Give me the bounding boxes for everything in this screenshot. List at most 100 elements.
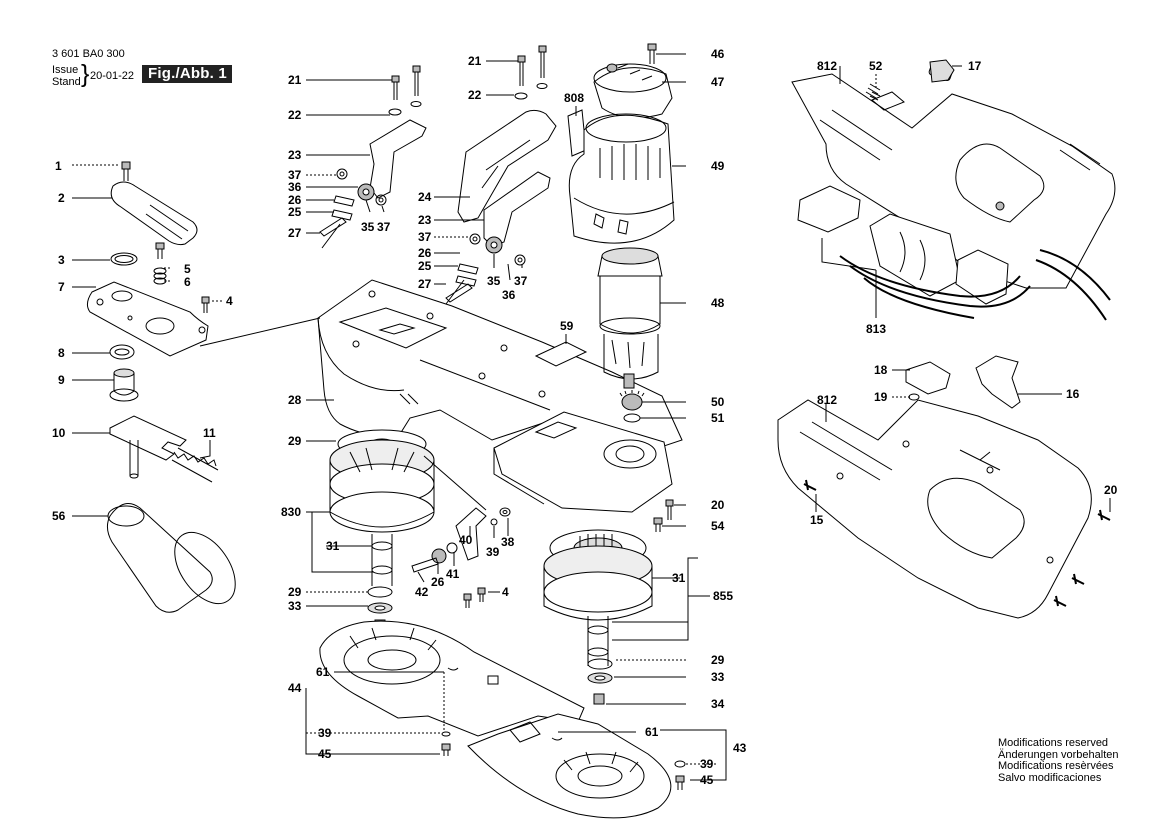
part-ring-8 <box>109 344 135 360</box>
callout: 10 <box>52 426 66 440</box>
callout: 35 <box>487 274 501 288</box>
callout: 37 <box>377 220 391 234</box>
callout: 26 <box>418 246 432 260</box>
callout: 15 <box>810 513 824 527</box>
callout: 4 <box>226 294 233 308</box>
callout: 2 <box>58 191 65 205</box>
part-housing-7 <box>86 281 209 357</box>
part-motor-48 <box>597 247 663 389</box>
callout: 7 <box>58 280 65 294</box>
note-line: Modifications resèrvées <box>998 760 1114 772</box>
callout: 47 <box>711 75 725 89</box>
part-number: 3 601 BA0 300 <box>52 48 125 60</box>
callout: 22 <box>468 88 482 102</box>
callout: 21 <box>468 54 482 68</box>
callout: 39 <box>486 545 500 559</box>
callout: 24 <box>418 190 432 204</box>
callout: 33 <box>288 599 302 613</box>
callout: 59 <box>560 319 574 333</box>
callout: 25 <box>288 205 302 219</box>
callout: 42 <box>415 585 429 599</box>
callout: 39 <box>700 757 714 771</box>
callout: 54 <box>711 519 725 533</box>
part-spring-11 <box>171 447 219 483</box>
callout-labels: 1 2 3 5 6 7 4 8 9 10 11 56 21 22 23 37 3… <box>52 47 1118 787</box>
callout: 38 <box>501 535 515 549</box>
callout: 50 <box>711 395 725 409</box>
part-label-808 <box>567 109 587 157</box>
part-screw-54 <box>653 517 663 532</box>
callout: 52 <box>869 59 883 73</box>
callout: 61 <box>316 665 330 679</box>
part-wheel-855 <box>543 529 653 621</box>
part-plate-59 <box>534 341 588 367</box>
callout: 25 <box>418 259 432 273</box>
callout: 36 <box>288 180 302 194</box>
callout: 17 <box>968 59 982 73</box>
callout: 29 <box>711 653 725 667</box>
issue-label-line1: Issue <box>52 64 79 76</box>
note-line: Modifications reserved <box>998 737 1109 749</box>
callout: 33 <box>711 670 725 684</box>
part-screws-right <box>803 479 1111 607</box>
callout: 28 <box>288 393 302 407</box>
part-spring-6 <box>153 267 167 285</box>
callout: 8 <box>58 346 65 360</box>
callout: 11 <box>203 426 216 440</box>
callout: 18 <box>874 363 888 377</box>
callout: 27 <box>418 277 432 291</box>
part-frame-28 <box>317 279 683 451</box>
part-screw-1 <box>121 161 131 181</box>
callout: 41 <box>446 567 460 581</box>
part-screws-21-22-right <box>514 45 548 100</box>
callout: 21 <box>288 73 302 87</box>
issue-label: Issue Stand <box>52 64 92 88</box>
callout: 23 <box>288 148 302 162</box>
callout: 61 <box>645 725 659 739</box>
callout: 1 <box>55 159 62 173</box>
part-switch-18-19 <box>905 361 951 401</box>
callout: 31 <box>326 539 340 553</box>
part-screw-20-center <box>665 499 674 520</box>
modifications-notice: Modifications reserved Änderungen vorbeh… <box>998 737 1118 784</box>
part-bracket-40 <box>455 507 487 561</box>
part-cover-44 <box>319 620 585 756</box>
part-trigger-16 <box>975 355 1021 409</box>
part-screw-4 <box>201 296 210 313</box>
part-shaft-right <box>587 616 613 705</box>
part-electronics-813 <box>797 185 1111 321</box>
part-washer-38-39 <box>490 507 511 526</box>
callout: 16 <box>1066 387 1080 401</box>
part-washers-right <box>445 233 526 305</box>
callout: 6 <box>184 275 191 289</box>
part-bracket-10 <box>109 415 187 479</box>
brace-glyph: } <box>81 60 90 88</box>
callout: 31 <box>672 571 686 585</box>
callout: 20 <box>711 498 725 512</box>
issue-label-line2: Stand <box>52 76 81 88</box>
part-guard-23-left <box>369 119 427 199</box>
part-cover-43 <box>467 713 686 819</box>
callout: 37 <box>288 168 302 182</box>
callout: 29 <box>288 585 302 599</box>
callout: 20 <box>1104 483 1118 497</box>
callout: 808 <box>564 91 584 105</box>
callout: 4 <box>502 585 509 599</box>
callout: 45 <box>318 747 332 761</box>
callout: 855 <box>713 589 733 603</box>
callout: 812 <box>817 59 837 73</box>
callout: 49 <box>711 159 725 173</box>
issue-date: 20-01-22 <box>90 70 135 82</box>
part-bushing-9 <box>109 368 139 402</box>
callout: 40 <box>459 533 473 547</box>
callout: 29 <box>288 434 302 448</box>
callout: 5 <box>184 262 191 276</box>
callout: 39 <box>318 726 332 740</box>
part-handle-56 <box>106 503 236 613</box>
callout: 36 <box>502 288 516 302</box>
part-ring-3 <box>110 252 138 266</box>
callout: 812 <box>817 393 837 407</box>
part-screws-4-center <box>463 587 486 608</box>
part-guard-24 <box>457 109 557 223</box>
